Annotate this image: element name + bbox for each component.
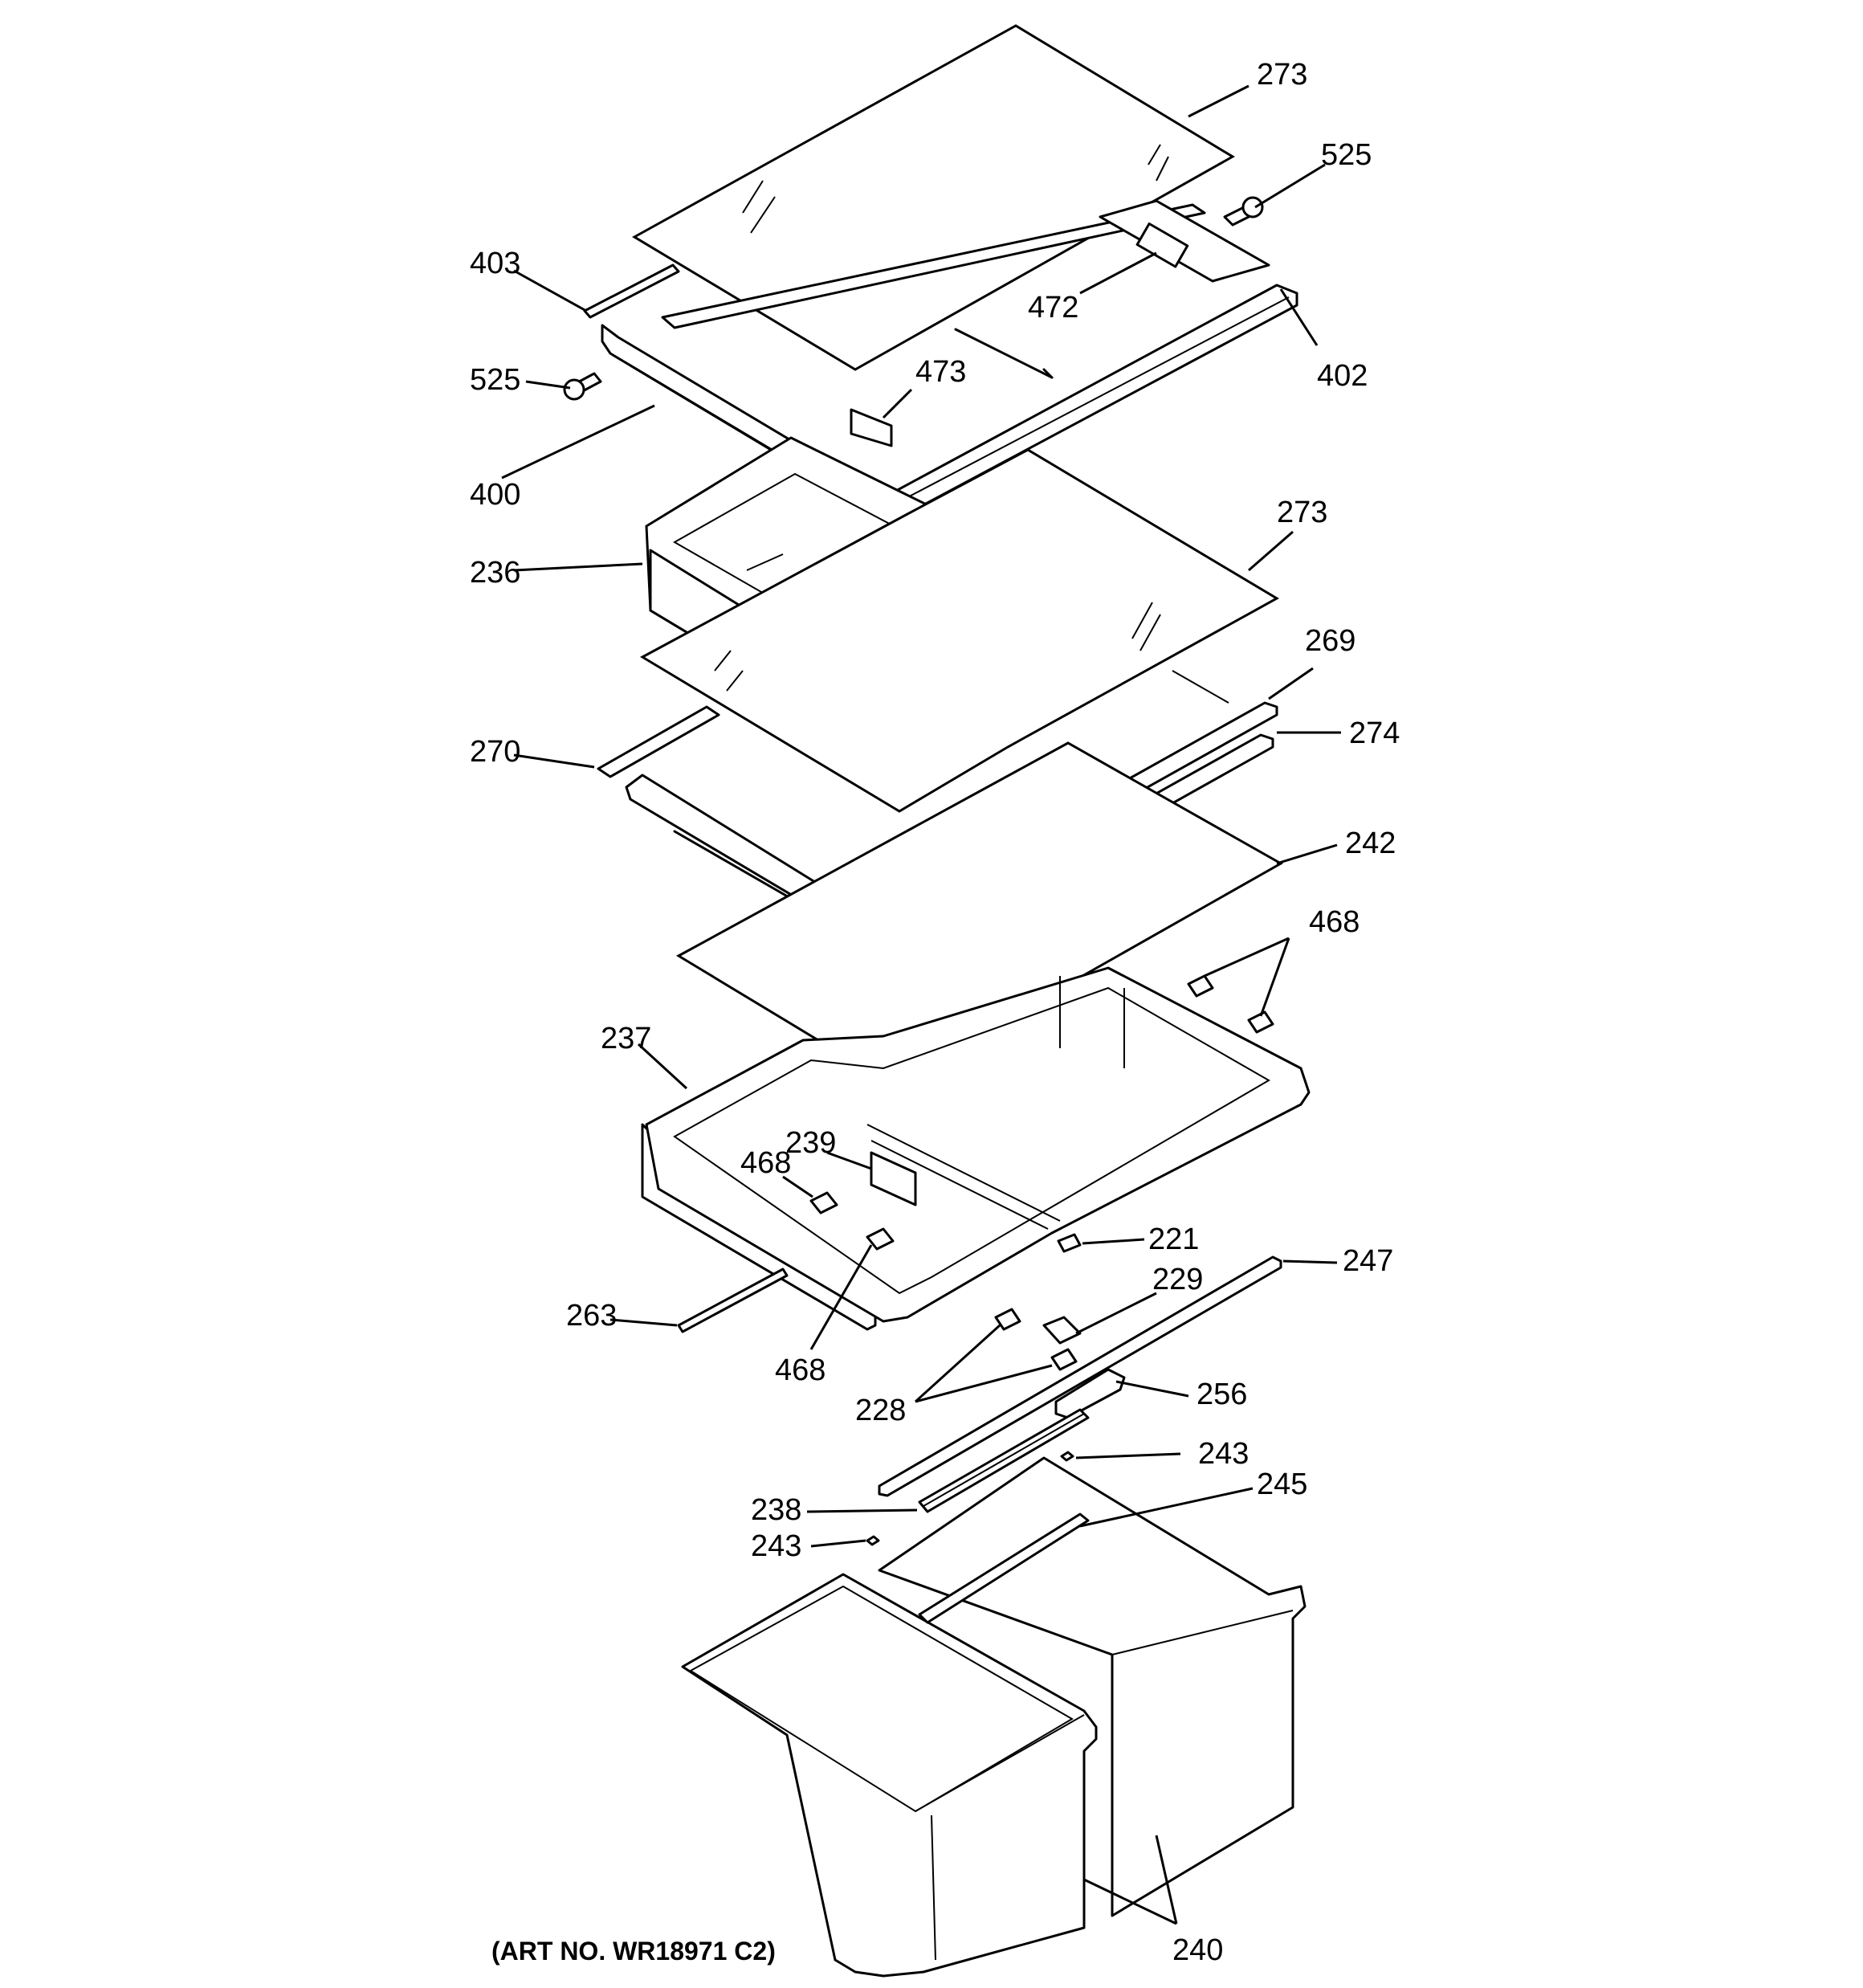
callout-269: 269 xyxy=(1305,624,1355,658)
screw-525-right xyxy=(1223,196,1264,227)
rod-247 xyxy=(878,1255,1282,1497)
callout-labels: 273 525 403 472 402 525 473 400 273 236 … xyxy=(470,58,1400,1967)
callout-402: 402 xyxy=(1317,359,1368,393)
part-221 xyxy=(1057,1233,1082,1253)
crisper-cover-frame-237 xyxy=(641,966,1311,1331)
clip-228 xyxy=(994,1308,1078,1371)
glass-shelf-273-top xyxy=(631,24,1235,371)
callout-236: 236 xyxy=(470,556,520,590)
callout-525-left: 525 xyxy=(470,363,520,397)
callout-237: 237 xyxy=(601,1022,651,1055)
callout-240: 240 xyxy=(1172,1933,1223,1967)
callout-468-lower: 468 xyxy=(775,1353,826,1387)
callout-228: 228 xyxy=(855,1394,906,1427)
callout-525-right: 525 xyxy=(1321,138,1372,172)
callout-263: 263 xyxy=(566,1299,617,1333)
callout-472: 472 xyxy=(1028,291,1078,325)
callout-256: 256 xyxy=(1196,1378,1247,1411)
callout-229: 229 xyxy=(1152,1263,1203,1296)
callout-242: 242 xyxy=(1345,827,1396,860)
trim-263 xyxy=(677,1268,789,1333)
stop-468-upper xyxy=(1187,974,1274,1034)
callout-403: 403 xyxy=(470,247,520,280)
art-number: (ART NO. WR18971 C2) xyxy=(491,1937,776,1966)
tab-243 xyxy=(866,1451,1074,1546)
slider-256 xyxy=(1054,1368,1126,1419)
glass-shelf-273-lower xyxy=(639,448,1280,813)
stop-468-left xyxy=(809,1191,895,1251)
control-238 xyxy=(918,1408,1090,1513)
callout-270: 270 xyxy=(470,735,520,769)
callout-221: 221 xyxy=(1148,1223,1199,1256)
leader-lines xyxy=(501,84,1341,1925)
bracket-473 xyxy=(850,408,893,447)
callout-243-left: 243 xyxy=(751,1529,801,1563)
callout-468-left: 468 xyxy=(740,1146,791,1180)
callout-239: 239 xyxy=(785,1126,836,1160)
screw-525-left xyxy=(563,372,602,401)
latch-229 xyxy=(1042,1316,1082,1345)
callout-238: 238 xyxy=(751,1493,801,1527)
callout-468-upper: 468 xyxy=(1309,905,1360,939)
crisper-drawer-240 xyxy=(681,1456,1307,1978)
callout-245: 245 xyxy=(1257,1468,1307,1501)
callout-473: 473 xyxy=(915,355,966,389)
callout-273-top: 273 xyxy=(1257,58,1307,92)
callout-247: 247 xyxy=(1343,1244,1393,1278)
callout-273-lower: 273 xyxy=(1277,496,1327,529)
callout-274: 274 xyxy=(1349,716,1400,750)
trim-403 xyxy=(583,263,680,319)
bracket-239 xyxy=(870,1151,917,1206)
callout-243-right: 243 xyxy=(1198,1437,1249,1471)
callout-400: 400 xyxy=(470,478,520,512)
